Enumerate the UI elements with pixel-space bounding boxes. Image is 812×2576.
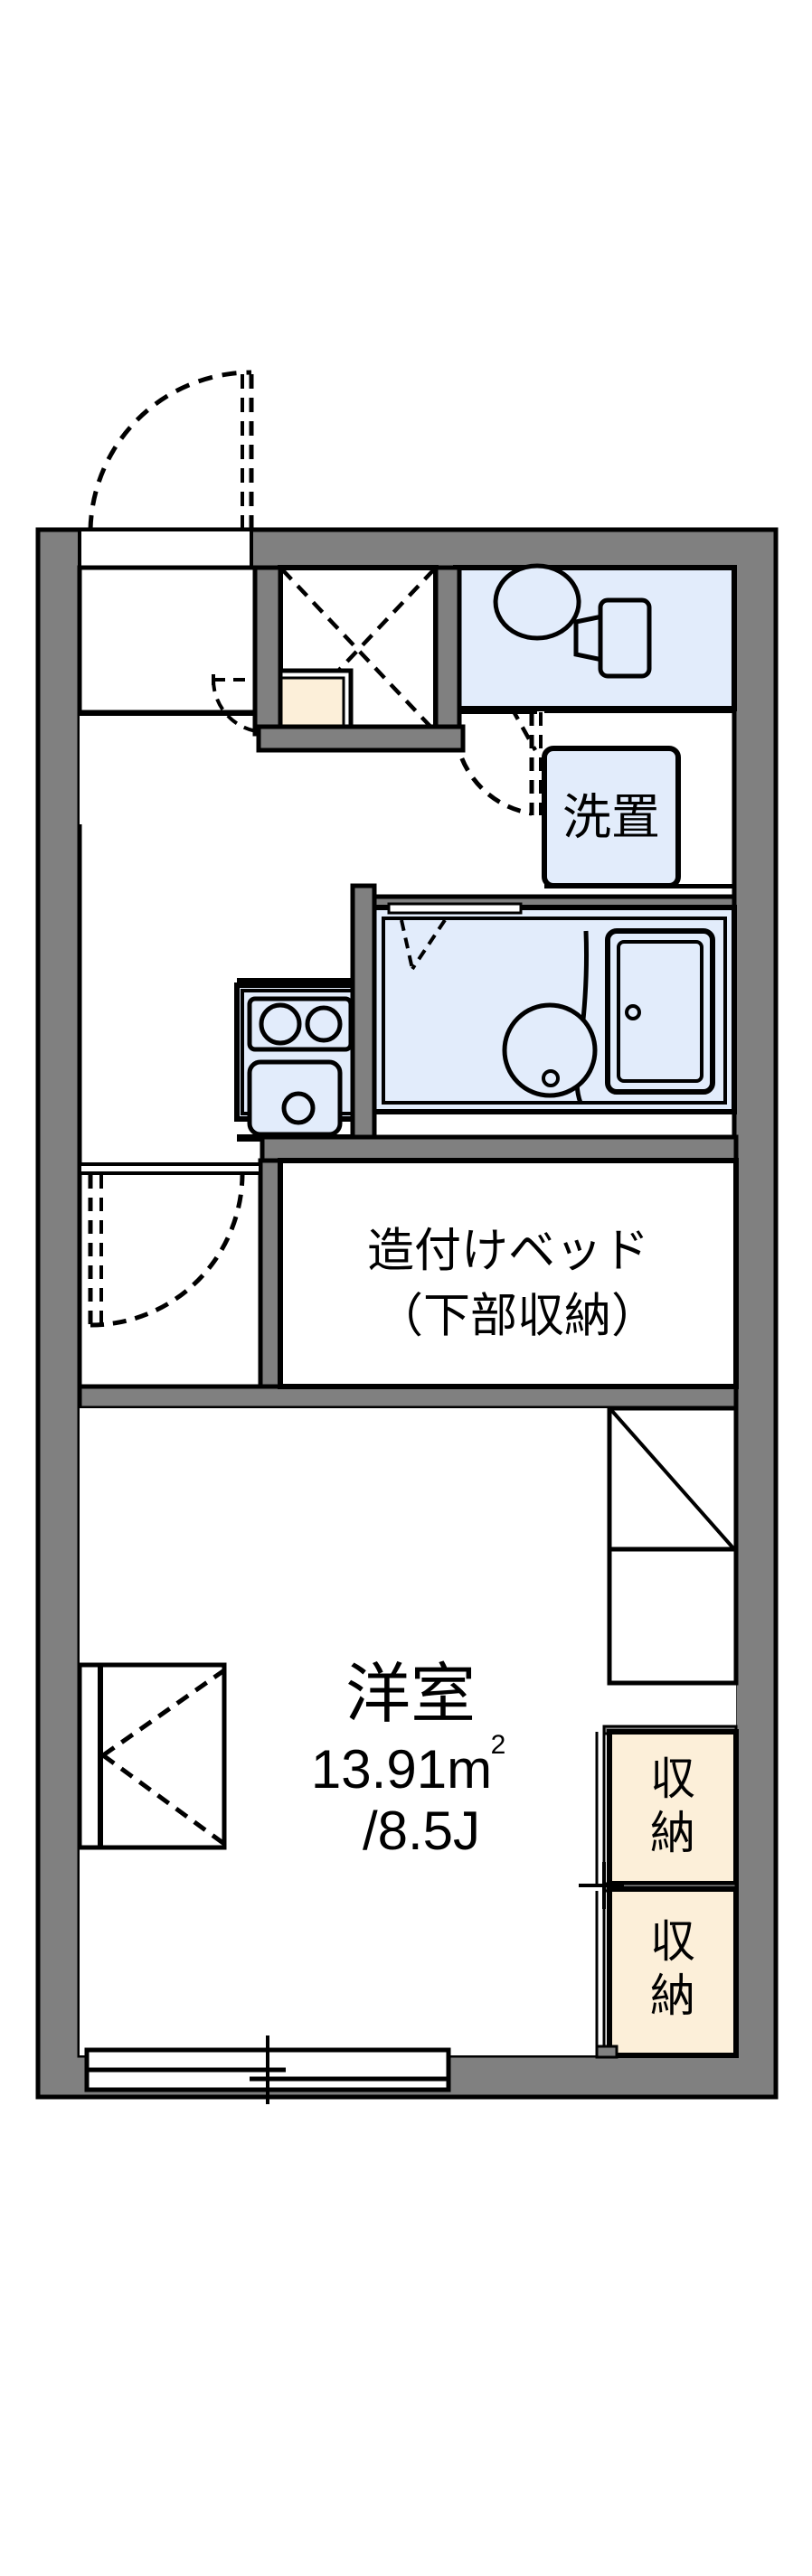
toilet-door[interactable]: [452, 709, 543, 816]
main-room-tatami: /8.5J: [363, 1800, 480, 1861]
entry-hall-door[interactable]: [78, 1162, 262, 1328]
balcony-window[interactable]: [84, 2035, 451, 2104]
closet-threshold: [595, 2045, 618, 2059]
sink-icon: [247, 1059, 343, 1137]
closet-upper-label-2: 納: [650, 1808, 695, 1858]
main-room-area-superscript: 2: [491, 1730, 506, 1760]
closet-lower-label-2: 納: [650, 1970, 695, 2021]
built-in-bed: 造付けベッド （下部収納）: [278, 1158, 739, 1389]
toilet-icon: [493, 563, 605, 663]
kitchen: [234, 978, 366, 1142]
washer-space-label: 洗置: [562, 790, 660, 844]
closet-lower[interactable]: 収 納: [579, 1862, 739, 2058]
unit-bath: [359, 894, 737, 1114]
bath-door[interactable]: [387, 902, 523, 971]
built-in-bed-label-line1: 造付けベッド: [367, 1226, 649, 1278]
stove-icon: [247, 996, 354, 1052]
toilet-room: [453, 563, 737, 711]
closet-upper[interactable]: 収 納: [595, 1725, 739, 1889]
entrance-door[interactable]: [88, 370, 254, 531]
cistern-icon: [598, 597, 652, 679]
interior-partitions: [77, 565, 739, 1411]
closet-upper-label-1: 収: [650, 1753, 695, 1804]
main-room-name: 洋室: [345, 1659, 476, 1731]
washer-space: 洗置: [542, 746, 681, 888]
built-in-bed-label-line2: （下部収納）: [376, 1291, 658, 1343]
upper-right-nook: [607, 1406, 739, 1686]
bathtub-icon: [605, 928, 715, 1095]
main-room-area-value: 13.91m: [311, 1739, 492, 1800]
left-window[interactable]: [77, 1662, 227, 1850]
entry-hall: [77, 528, 263, 824]
closet-lower-label-1: 収: [650, 1916, 695, 1967]
washer-alcove-bottom: [544, 884, 734, 888]
main-room-area: 13.91m 2: [311, 1730, 505, 1800]
washer-alcove-top: [544, 709, 734, 713]
basin-icon: [502, 930, 598, 1104]
